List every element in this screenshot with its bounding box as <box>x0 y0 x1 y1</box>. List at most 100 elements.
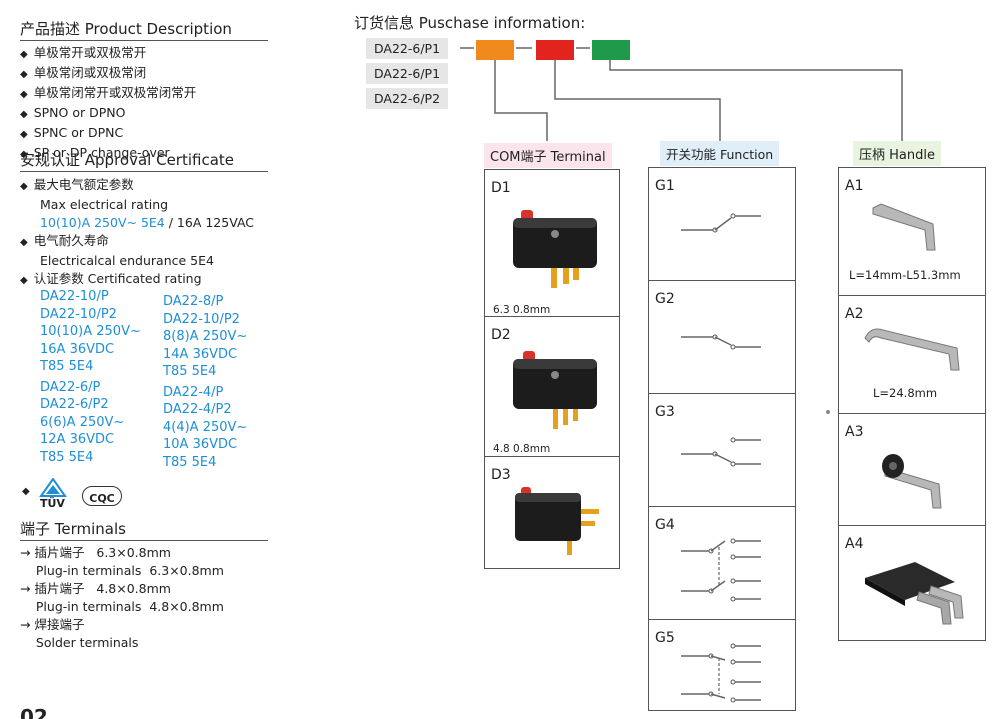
rating-value: 10(10)A 250V~ <box>40 324 141 339</box>
terminal-cell-d3: D3 <box>485 457 619 568</box>
max-rating-en: Max electrical rating <box>40 197 169 212</box>
rating-value: 8(8)A 250V~ <box>163 329 248 344</box>
code-box-red <box>536 40 574 60</box>
desc-item: 单极常闭或双极常闭 <box>20 64 268 84</box>
approval-section: 安规认证 Approval Certificate 最大电气额定参数 Max e… <box>20 149 268 290</box>
rating-value: T85 5E4 <box>163 454 217 470</box>
rating-block: DA22-4/P DA22-4/P2 4(4)A 250V~ 10A 36VDC… <box>163 384 247 472</box>
terminal-dim: 4.8 0.8mm <box>493 443 551 455</box>
function-cell-g3: G3 <box>649 394 795 507</box>
handle-label: A4 <box>845 536 864 552</box>
order-title: 订货信息 Puschase information: <box>354 14 586 32</box>
ratings-left-col: DA22-10/P DA22-10/P2 10(10)A 250V~ 16A 3… <box>40 288 141 466</box>
function-header: 开关功能 Function <box>660 141 780 166</box>
handle-label: A1 <box>845 178 864 194</box>
rating-value: 14A 36VDC <box>163 346 238 362</box>
rating-model: DA22-4/P <box>163 384 224 400</box>
rating-value: 10A 36VDC <box>163 437 238 452</box>
endurance-cn: 电气耐久寿命 <box>20 232 268 252</box>
microswitch-image-d1 <box>513 210 597 288</box>
ratings-right-col: DA22-8/P DA22-10/P2 8(8)A 250V~ 14A 36VD… <box>163 293 247 471</box>
rating-block: DA22-6/P DA22-6/P2 6(6)A 250V~ 12A 36VDC… <box>40 379 141 467</box>
handle-label: A2 <box>845 306 864 322</box>
rating-model: DA22-8/P <box>163 294 224 309</box>
max-rating-blue: 10(10)A 250V~ 5E4 <box>40 215 165 230</box>
microswitch-image-d3 <box>515 487 599 555</box>
handle-header: 压柄 Handle <box>853 141 941 166</box>
switch-diagram-spno-icon <box>681 213 761 233</box>
rating-model: DA22-10/P2 <box>40 306 117 322</box>
actuator-image-a4 <box>865 562 964 625</box>
function-panel: G1 G2 G3 G4 <box>648 167 796 711</box>
rating-model: DA22-6/P <box>40 379 101 395</box>
handle-dim: L=14mm-L51.3mm <box>849 268 961 282</box>
handle-label: A3 <box>845 424 864 440</box>
desc-item: SPNO or DPNO <box>20 104 268 124</box>
terminal-line: → 焊接端子 <box>20 617 85 632</box>
function-label: G5 <box>655 630 675 646</box>
rating-block: DA22-10/P DA22-10/P2 10(10)A 250V~ 16A 3… <box>40 288 141 376</box>
section-title-approval: 安规认证 Approval Certificate <box>20 149 268 172</box>
cqc-logo-icon: CQC <box>82 486 122 506</box>
terminal-line: Plug-in terminals 4.8×0.8mm <box>20 599 224 614</box>
cqc-logo-text: CQC <box>89 492 115 505</box>
function-cell-g1: G1 <box>649 168 795 281</box>
function-cell-g4: G4 <box>649 507 795 620</box>
terminal-line: Solder terminals <box>20 635 139 650</box>
tuv-logo-icon <box>39 478 67 497</box>
rating-value: 6(6)A 250V~ <box>40 414 125 430</box>
terminal-line: → 插片端子 6.3×0.8mm <box>20 545 171 560</box>
switch-diagram-spnc-icon <box>681 334 761 350</box>
function-label: G1 <box>655 178 675 194</box>
desc-item: SPNC or DPNC <box>20 124 268 144</box>
max-rating-cn: 最大电气额定参数 <box>20 176 268 196</box>
section-title-product-description: 产品描述 Product Description <box>20 18 268 41</box>
switch-diagram-dp-changeover-icon <box>681 643 761 703</box>
handle-cell-a1: A1 L=14mm-L51.3mm <box>839 168 985 296</box>
order-model-3: DA22-6/P2 <box>366 88 449 109</box>
function-cell-g2: G2 <box>649 281 795 394</box>
terminal-cell-d1: D1 6.3 0.8mm <box>485 170 619 317</box>
function-label: G2 <box>655 291 675 307</box>
terminal-dim: 6.3 0.8mm <box>493 304 551 316</box>
terminal-line: → 插片端子 4.8×0.8mm <box>20 581 171 596</box>
product-description-section: 产品描述 Product Description 单极常开或双极常开 单极常闭或… <box>20 18 268 164</box>
dot-decoration <box>826 410 830 414</box>
section-title-terminals: 端子 Terminals <box>20 518 268 541</box>
function-cell-g5: G5 <box>649 620 795 710</box>
rating-model: DA22-10/P <box>40 289 109 304</box>
terminal-header: COM端子 Terminal <box>484 143 612 168</box>
lever-handle-image-a1 <box>872 203 936 251</box>
rating-value: 16A 36VDC <box>40 341 115 357</box>
handle-dim: L=24.8mm <box>873 386 938 400</box>
roller-lever-image-a3 <box>882 454 942 509</box>
terminal-label: D3 <box>491 467 511 483</box>
order-model-2: DA22-6/P1 <box>366 63 449 84</box>
rating-value: T85 5E4 <box>163 364 217 379</box>
rating-model: DA22-4/P2 <box>163 402 232 417</box>
terminal-panel: D1 6.3 0.8mm D2 4.8 0.8mm D3 <box>484 169 620 569</box>
certified-rating: 认证参数 Certificated rating <box>20 270 268 290</box>
desc-item: SP or DP change-over <box>20 144 268 164</box>
terminal-label: D2 <box>491 327 511 343</box>
endurance-en: Electricalcal endurance 5E4 <box>40 253 214 268</box>
terminal-line: Plug-in terminals 6.3×0.8mm <box>20 563 224 578</box>
switch-diagram-changeover-icon <box>681 437 761 467</box>
page-number: 02 <box>20 705 48 719</box>
terminals-section: 端子 Terminals → 插片端子 6.3×0.8mm Plug-in te… <box>20 518 268 652</box>
rating-value: T85 5E4 <box>40 359 94 374</box>
rating-value: 4(4)A 250V~ <box>163 419 248 435</box>
terminal-label: D1 <box>491 180 511 196</box>
handle-cell-a2: A2 L=24.8mm <box>839 296 985 414</box>
microswitch-image-d2 <box>513 351 597 429</box>
function-label: G4 <box>655 517 675 533</box>
order-model-1: DA22-6/P1 <box>366 38 449 59</box>
rating-block: DA22-8/P DA22-10/P2 8(8)A 250V~ 14A 36VD… <box>163 293 247 381</box>
code-box-green <box>592 40 630 60</box>
handle-cell-a3: A3 <box>839 414 985 526</box>
max-rating-value: 10(10)A 250V~ 5E4 / 16A 125VAC <box>20 214 268 232</box>
rating-model: DA22-10/P2 <box>163 311 240 327</box>
handle-cell-a4: A4 <box>839 526 985 640</box>
tuv-logo-text: TÜV <box>40 497 65 510</box>
